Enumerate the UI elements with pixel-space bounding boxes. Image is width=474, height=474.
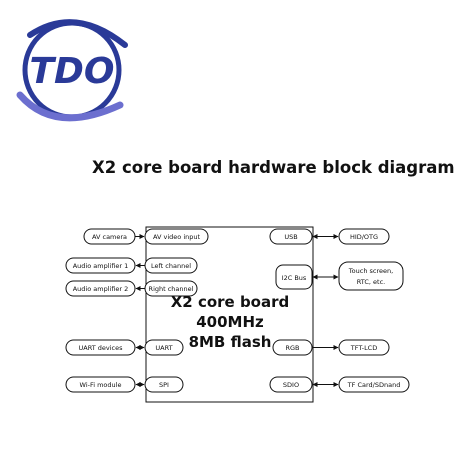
rgb-box <box>272 339 313 356</box>
audio-amplifier-2-label: Audio amplifier 2 <box>73 285 129 293</box>
hid-otg-label: HID/OTG <box>350 233 378 241</box>
touch-screen-box <box>338 261 404 291</box>
diagram-title: X2 core board hardware block diagram <box>92 158 455 177</box>
core-board-text: X2 core board 400MHz 8MB flash <box>150 292 310 352</box>
right-channel-label: Right channel <box>149 285 194 293</box>
i2c-bus-label: I2C Bus <box>282 274 307 282</box>
tf-card-box <box>338 376 410 393</box>
tft-lcd-label: TFT-LCD <box>350 344 377 352</box>
uart-devices-box <box>65 339 136 356</box>
sdio-box <box>269 376 313 393</box>
core-board-freq: 400MHz <box>196 313 264 331</box>
sdio-label: SDIO <box>283 381 299 389</box>
core-board-box <box>145 226 314 403</box>
i2c-bus-box <box>275 264 313 290</box>
rgb-label: RGB <box>285 344 299 352</box>
tft-lcd-box <box>338 339 390 356</box>
usb-label: USB <box>284 233 297 241</box>
wifi-module-box <box>65 376 136 393</box>
core-board-flash: 8MB flash <box>188 333 272 351</box>
left-channel-label: Left channel <box>151 262 191 270</box>
tdo-logo: TDO <box>16 19 128 122</box>
audio-amplifier-1-box <box>65 257 136 274</box>
tf-card-label: TF Card/SDnand <box>347 381 401 389</box>
av-video-input-label: AV video input <box>153 233 201 241</box>
spi-label: SPI <box>159 381 169 389</box>
core-board-name: X2 core board <box>170 293 290 311</box>
spi-box <box>144 376 184 393</box>
audio-amplifier-1-label: Audio amplifier 1 <box>73 262 129 270</box>
uart-label: UART <box>155 344 172 352</box>
touch-screen-label-line2: RTC, etc. <box>357 278 386 286</box>
uart-box <box>144 339 184 356</box>
hid-otg-box <box>338 228 390 245</box>
uart-devices-label: UART devices <box>78 344 123 352</box>
touch-screen-label-line1: Touch screen, <box>348 267 393 275</box>
av-camera-label: AV camera <box>92 233 127 241</box>
av-video-input-box <box>144 228 209 245</box>
logo-text: TDO <box>29 51 114 92</box>
wifi-module-label: Wi-Fi module <box>80 381 122 389</box>
usb-box <box>269 228 313 245</box>
audio-amplifier-2-box <box>65 280 136 297</box>
